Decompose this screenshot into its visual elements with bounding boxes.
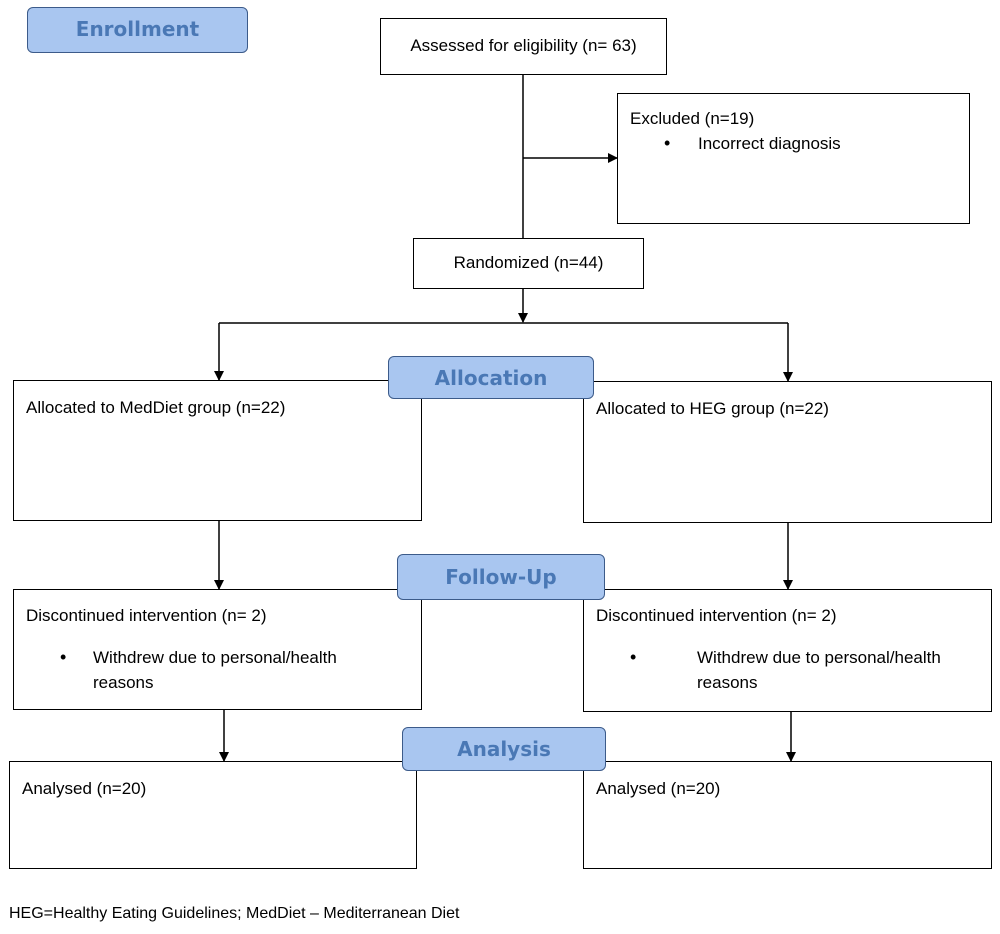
excluded-title: Excluded (n=19): [630, 109, 755, 128]
left-discontinued-title: Discontinued intervention (n= 2): [26, 606, 267, 625]
left-analysed-box: Analysed (n=20): [9, 761, 417, 869]
assessed-text: Assessed for eligibility (n= 63): [410, 36, 637, 55]
right-discontinued-item: Withdrew due to personal/health reasons: [596, 645, 979, 695]
left-analysed-text: Analysed (n=20): [22, 779, 147, 798]
stage-label-analysis: Analysis: [402, 727, 606, 771]
randomized-box: Randomized (n=44): [413, 238, 644, 289]
left-discontinued-reason-line1: Withdrew due to personal/health: [93, 648, 337, 667]
left-allocated-text: Allocated to MedDiet group (n=22): [26, 398, 286, 417]
excluded-list: Incorrect diagnosis: [630, 131, 957, 156]
right-analysed-box: Analysed (n=20): [583, 761, 992, 869]
left-allocated-box: Allocated to MedDiet group (n=22): [13, 380, 422, 521]
excluded-box: Excluded (n=19) Incorrect diagnosis: [617, 93, 970, 224]
left-discontinued-reason-line2: reasons: [93, 673, 154, 692]
right-discontinued-box: Discontinued intervention (n= 2) Withdre…: [583, 589, 992, 712]
left-discontinued-box: Discontinued intervention (n= 2) Withdre…: [13, 589, 422, 710]
stage-label-followup: Follow-Up: [397, 554, 605, 600]
right-discontinued-list: Withdrew due to personal/health reasons: [596, 645, 979, 695]
assessed-box: Assessed for eligibility (n= 63): [380, 18, 667, 75]
right-discontinued-reason-line2: reasons: [697, 673, 758, 692]
footnote: HEG=Healthy Eating Guidelines; MedDiet –…: [9, 905, 460, 922]
stage-label-allocation: Allocation: [388, 356, 594, 399]
excluded-item: Incorrect diagnosis: [630, 131, 957, 156]
randomized-text: Randomized (n=44): [453, 253, 604, 272]
left-discontinued-list: Withdrew due to personal/health reasons: [26, 645, 409, 695]
right-discontinued-title: Discontinued intervention (n= 2): [596, 606, 837, 625]
right-allocated-box: Allocated to HEG group (n=22): [583, 381, 992, 523]
right-allocated-text: Allocated to HEG group (n=22): [596, 399, 829, 418]
left-discontinued-item: Withdrew due to personal/health reasons: [26, 645, 409, 695]
right-analysed-text: Analysed (n=20): [596, 779, 721, 798]
stage-label-enrollment: Enrollment: [27, 7, 248, 53]
right-discontinued-reason-line1: Withdrew due to personal/health: [697, 648, 941, 667]
